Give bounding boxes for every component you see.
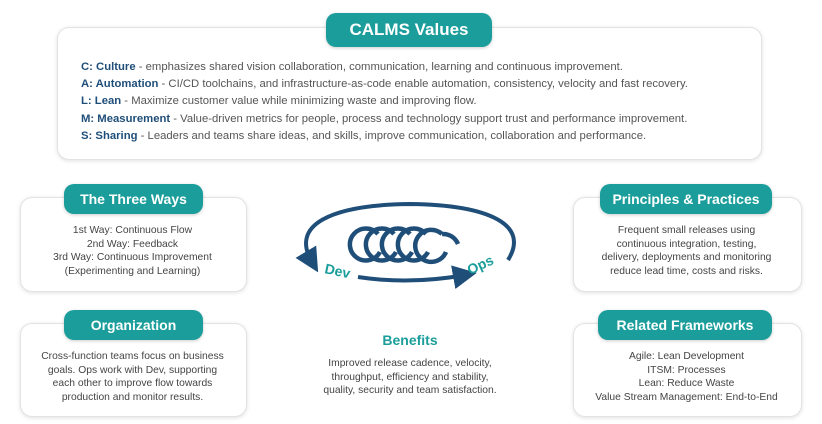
calms-item: M: Measurement - Value-driven metrics fo… xyxy=(81,112,688,125)
calms-item: L: Lean - Maximize customer value while … xyxy=(81,95,477,108)
calms-item: A: Automation - CI/CD toolchains, and in… xyxy=(81,78,688,91)
calms-card xyxy=(57,27,762,160)
calms-list: C: Culture - emphasizes shared vision co… xyxy=(81,59,688,145)
text-line: continuous integration, testing, xyxy=(616,238,757,250)
dev-label: Dev xyxy=(323,260,352,281)
organization-text: Cross-function teams focus on business g… xyxy=(20,350,245,404)
principles-title: Principles & Practices xyxy=(600,184,772,214)
outer-loop-arrow xyxy=(295,201,516,273)
text-line: Lean: Reduce Waste xyxy=(638,378,735,390)
dev-to-ops-arrow xyxy=(357,265,477,289)
calms-title: CALMS Values xyxy=(326,13,492,47)
continuous-cycle-icons xyxy=(347,226,461,265)
text-line: Cross-function teams focus on business xyxy=(41,351,224,362)
text-line: 2nd Way: Feedback xyxy=(86,238,179,250)
calms-item: C: Culture - emphasizes shared vision co… xyxy=(81,61,623,73)
frameworks-text: Agile: Lean Development ITSM: Processes … xyxy=(573,350,800,404)
text-line: delivery, deployments and monitoring xyxy=(601,252,772,264)
text-line: throughput, efficiency and stability, xyxy=(331,371,489,383)
ops-label: Ops xyxy=(465,252,497,278)
principles-text: Frequent small releases using continuous… xyxy=(573,224,800,278)
text-line: Value Stream Management: End-to-End xyxy=(595,391,778,403)
calms-item: S: Sharing - Leaders and teams share ide… xyxy=(81,129,647,142)
text-line: each other to improve flow towards xyxy=(52,378,213,390)
organization-title: Organization xyxy=(64,310,203,340)
frameworks-title: Related Frameworks xyxy=(598,310,772,340)
text-line: 3rd Way: Continuous Improvement xyxy=(53,252,212,264)
text-line: reduce lead time, costs and risks. xyxy=(610,265,763,277)
text-line: Agile: Lean Development xyxy=(628,351,745,362)
text-line: 1st Way: Continuous Flow xyxy=(72,225,193,236)
text-line: production and monitor results. xyxy=(61,391,204,403)
three-ways-title: The Three Ways xyxy=(64,184,203,214)
text-line: Improved release cadence, velocity, xyxy=(328,358,492,369)
devops-loop-diagram: Dev Ops xyxy=(295,201,516,289)
three-ways-text: 1st Way: Continuous Flow 2nd Way: Feedba… xyxy=(20,224,245,278)
text-line: ITSM: Processes xyxy=(647,364,726,376)
text-line: (Experimenting and Learning) xyxy=(64,265,201,277)
text-line: goals. Ops work with Dev, supporting xyxy=(47,364,218,376)
text-line: Frequent small releases using xyxy=(617,225,756,236)
text-line: quality, security and team satisfaction. xyxy=(323,385,497,397)
benefits-text: Improved release cadence, velocity, thro… xyxy=(295,357,525,398)
benefits-title: Benefits xyxy=(382,332,438,348)
